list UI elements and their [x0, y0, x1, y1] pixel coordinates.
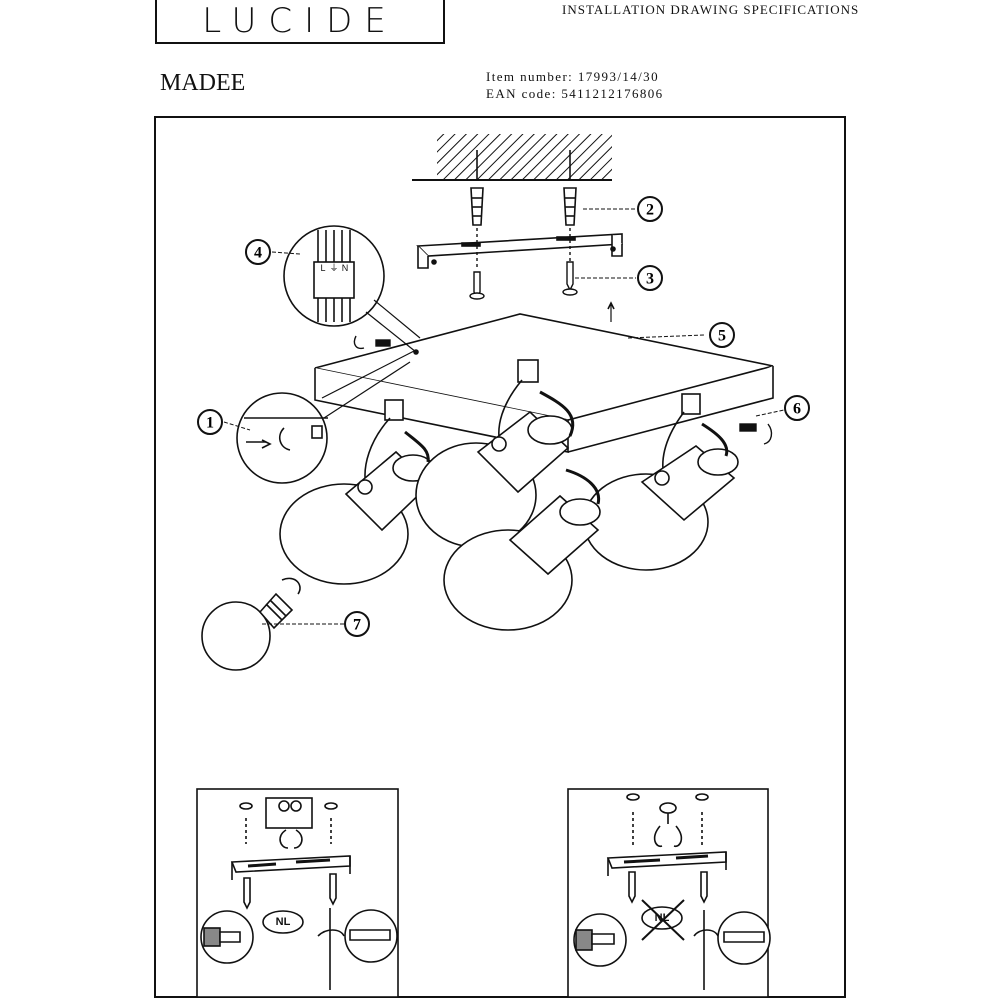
mounting-bracket [416, 233, 623, 269]
terminal-label-n: N [342, 263, 349, 273]
product-meta: Item number: 17993/14/30 EAN code: 54112… [486, 68, 664, 102]
brand-name: LUCIDE [202, 1, 398, 41]
terminal-label-l: L [320, 263, 325, 273]
callout-3: 3 [637, 265, 663, 291]
svg-text:2: 2 [646, 202, 654, 219]
earth-icon: ⏚ [329, 263, 338, 273]
screw [469, 228, 485, 300]
spotlight [279, 399, 434, 585]
spotlight [443, 468, 601, 631]
leader-lines [223, 208, 785, 625]
svg-text:4: 4 [254, 245, 262, 262]
item-number: Item number: 17993/14/30 [486, 69, 659, 84]
brand-logo: LUCIDE [155, 0, 445, 44]
drawing-frame [154, 116, 846, 998]
callout-4: 4 [245, 239, 271, 265]
callout-2: 2 [637, 196, 663, 222]
svg-text:5: 5 [718, 328, 726, 345]
ean-code: EAN code: 5411212176806 [486, 86, 664, 101]
ceiling [412, 134, 612, 181]
callout-7: 7 [344, 611, 370, 637]
svg-text:6: 6 [793, 401, 801, 418]
screw [562, 228, 578, 296]
screw-icon [353, 335, 391, 350]
svg-text:1: 1 [206, 415, 214, 432]
terminal-detail: L ⏚ N [283, 225, 421, 353]
fixing-screw-detail [236, 349, 417, 484]
nl-badge: NL [276, 916, 291, 928]
light-bulb [201, 577, 301, 671]
svg-text:3: 3 [646, 271, 654, 288]
inset-panel-left: NL [196, 788, 399, 998]
document-title: INSTALLATION DRAWING SPECIFICATIONS [562, 2, 860, 17]
spotlight [415, 359, 575, 548]
callout-5: 5 [709, 322, 735, 348]
inset-panel-right: NL [567, 788, 771, 998]
wall-plug [470, 150, 484, 226]
svg-text:7: 7 [353, 617, 361, 634]
screw-icon [739, 423, 773, 445]
wall-plug [563, 150, 577, 226]
product-name: MADEE [160, 70, 246, 96]
callout-1: 1 [197, 409, 223, 435]
spotlight [583, 393, 739, 571]
callout-6: 6 [784, 395, 810, 421]
